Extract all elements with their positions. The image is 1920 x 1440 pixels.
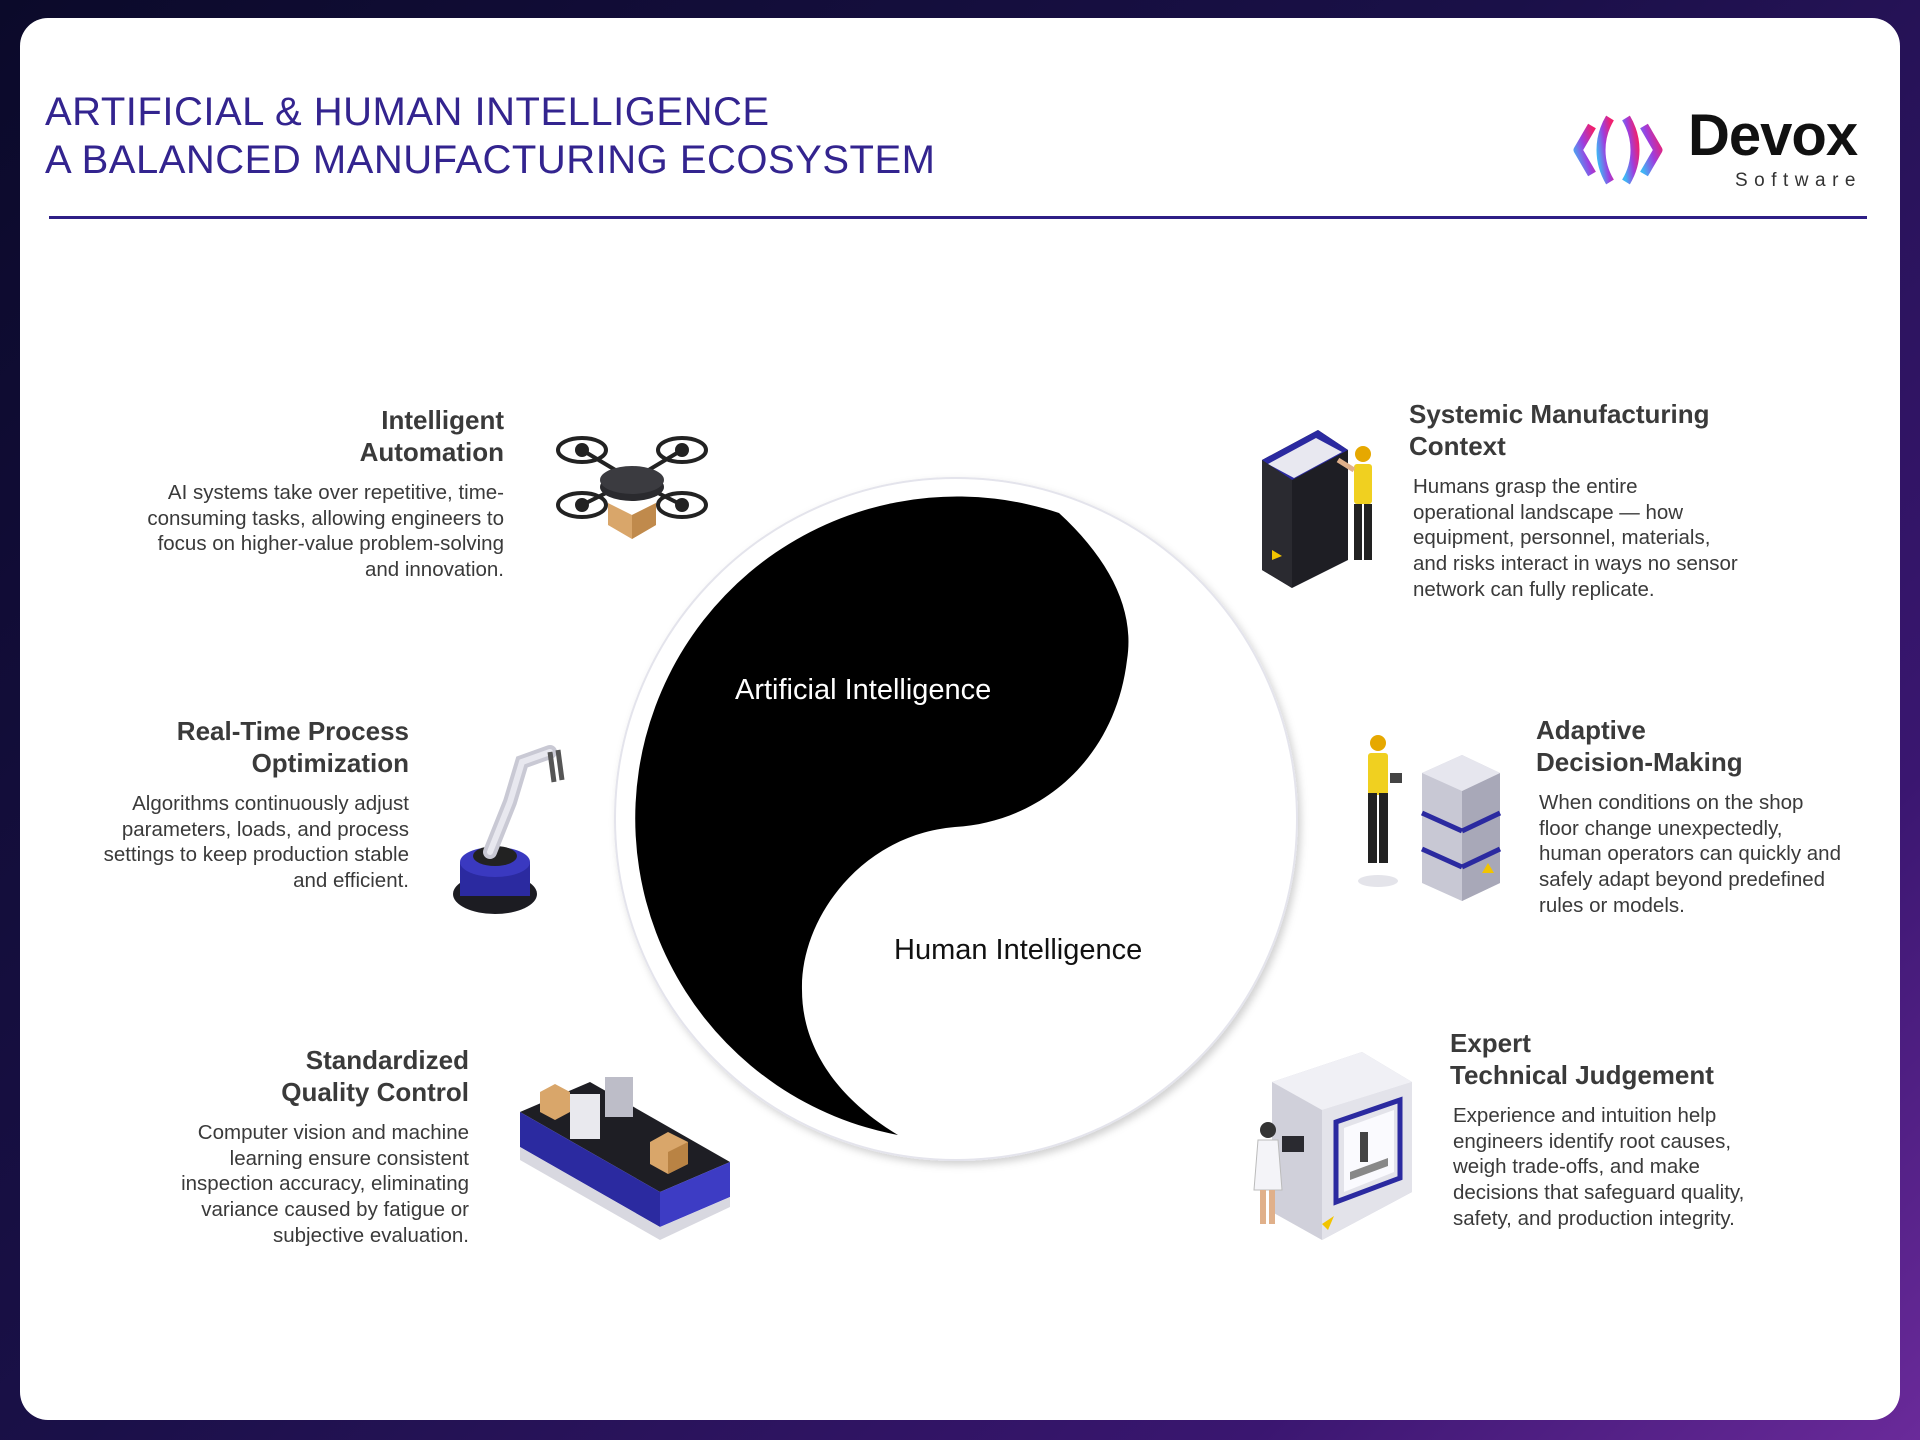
drone-icon	[556, 436, 708, 539]
page-title: ARTIFICIAL & HUMAN INTELLIGENCE A BALANC…	[45, 88, 935, 184]
item-description: AI systems take over repetitive, time-co…	[147, 481, 504, 582]
engineer-machine-icon	[1253, 1052, 1412, 1240]
header-divider	[49, 216, 1867, 219]
title-line-1: ARTIFICIAL & HUMAN INTELLIGENCE	[45, 90, 770, 134]
worker-server-icon	[1358, 735, 1502, 901]
item-title: Quality Control	[281, 1077, 469, 1107]
item-description: Experience and intuition help engineers …	[1453, 1104, 1745, 1230]
robot-arm-icon	[453, 745, 565, 914]
human-label: Human Intelligence	[894, 934, 1143, 966]
item-title: Systemic Manufacturing	[1409, 399, 1710, 429]
ai-label: Artificial Intelligence	[735, 674, 992, 706]
item-title: Adaptive	[1536, 715, 1646, 745]
brand-name: Devox	[1688, 103, 1858, 168]
item-title: Automation	[359, 437, 504, 467]
worker-control-panel-icon	[1262, 430, 1372, 588]
ai-half	[635, 496, 1129, 1135]
item-description: Humans grasp the entire operational land…	[1413, 475, 1738, 601]
conveyor-icon	[520, 1077, 730, 1240]
item-title: Intelligent	[381, 405, 504, 435]
item-title: Optimization	[251, 748, 409, 778]
item-description: Algorithms continuously adjust parameter…	[103, 792, 409, 893]
item-title: Context	[1409, 431, 1506, 461]
item-title: Decision-Making	[1536, 747, 1743, 777]
item-description: Computer vision and machine learning ens…	[181, 1121, 469, 1247]
item-title: Real-Time Process	[176, 716, 409, 746]
title-line-2: A BALANCED MANUFACTURING ECOSYSTEM	[45, 138, 936, 182]
brand-subtitle: Software	[1735, 170, 1862, 191]
item-title: Standardized	[305, 1045, 469, 1075]
item-title: Expert	[1450, 1028, 1531, 1058]
devox-logo-icon	[1573, 111, 1663, 189]
item-title: Technical Judgement	[1450, 1060, 1714, 1090]
item-description: When conditions on the shop floor change…	[1539, 791, 1841, 917]
